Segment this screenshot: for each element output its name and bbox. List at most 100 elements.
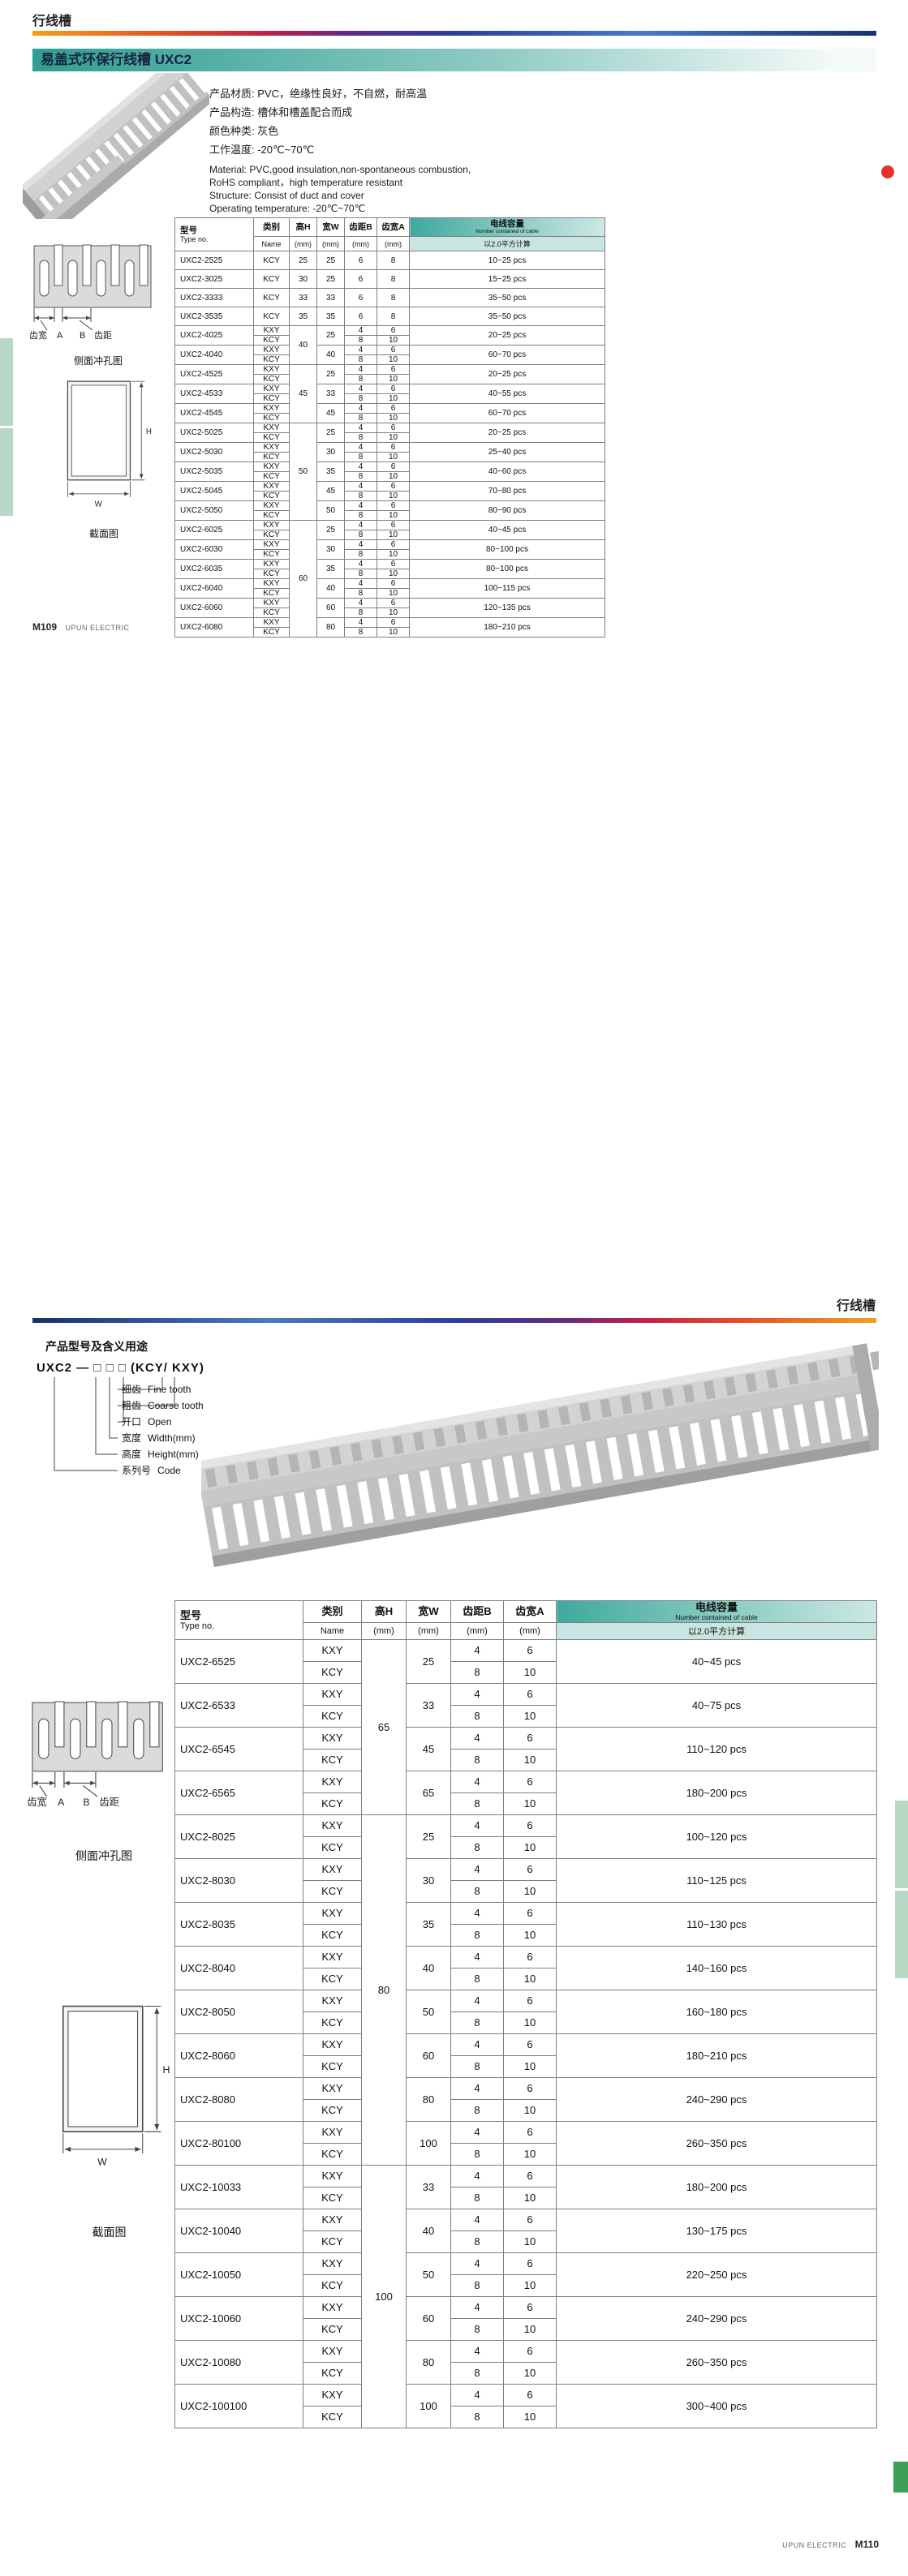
page-footer: M109 UPUN ELECTRIC bbox=[32, 620, 135, 634]
legend-connector-lines bbox=[54, 1377, 175, 1471]
diagram-graphic-slot: 齿宽 A B 齿距 bbox=[23, 1694, 185, 1815]
model-legend-heading: 产品型号及含义用途 bbox=[45, 1340, 148, 1353]
cell-type: UXC2-6525 bbox=[174, 1639, 303, 1684]
cell-tooth-width: 6 bbox=[503, 1639, 557, 1662]
side-tab-green bbox=[0, 338, 13, 426]
legend-item-cn: 细齿 bbox=[122, 1384, 142, 1395]
cell-tooth-width: 8 bbox=[377, 251, 410, 270]
cell-name: KXY bbox=[303, 1639, 362, 1662]
cell-width: 30 bbox=[406, 1858, 451, 1903]
cell-name: KCY bbox=[303, 2055, 362, 2078]
cell-pitch: 8 bbox=[344, 354, 377, 365]
cell-type: UXC2-3333 bbox=[174, 288, 254, 307]
cell-tooth-width: 6 bbox=[503, 1771, 557, 1793]
cell-tooth-width: 6 bbox=[377, 481, 410, 492]
product-title-bar: 易盖式环保行线槽 UXC2 bbox=[32, 49, 876, 71]
cell-capacity: 240~290 pcs bbox=[556, 2296, 877, 2341]
cell-height: 45 bbox=[289, 364, 317, 423]
cell-capacity: 20~25 pcs bbox=[409, 423, 605, 443]
cell-capacity: 15~25 pcs bbox=[409, 269, 605, 289]
cell-tooth-width: 10 bbox=[503, 1705, 557, 1728]
cell-tooth-width: 10 bbox=[377, 608, 410, 618]
cell-name: KCY bbox=[303, 2318, 362, 2341]
cell-name: KXY bbox=[253, 481, 290, 492]
cell-width: 35 bbox=[316, 559, 345, 579]
cell-pitch: 8 bbox=[344, 374, 377, 384]
cell-name: KCY bbox=[303, 1880, 362, 1903]
cell-pitch: 4 bbox=[450, 2384, 504, 2406]
cell-pitch: 4 bbox=[344, 423, 377, 433]
cell-width: 35 bbox=[316, 462, 345, 482]
cell-name: KCY bbox=[253, 549, 290, 560]
cell-tooth-width: 10 bbox=[377, 569, 410, 579]
cell-type: UXC2-2525 bbox=[174, 251, 254, 270]
cell-name: KCY bbox=[253, 510, 290, 521]
cell-name: KXY bbox=[253, 539, 290, 550]
cell-name: KXY bbox=[253, 384, 290, 394]
cell-name: KXY bbox=[253, 403, 290, 414]
cell-capacity: 70~80 pcs bbox=[409, 481, 605, 501]
cell-tooth-width: 6 bbox=[503, 2340, 557, 2363]
cell-name: KXY bbox=[253, 578, 290, 589]
cell-name: KXY bbox=[303, 2340, 362, 2363]
cell-pitch: 4 bbox=[344, 384, 377, 394]
cell-name: KCY bbox=[253, 251, 290, 270]
dim-b-label: B bbox=[83, 1797, 89, 1808]
cell-tooth-width: 10 bbox=[377, 335, 410, 346]
cell-tooth-width: 6 bbox=[503, 2033, 557, 2056]
cell-tooth-width: 10 bbox=[503, 2362, 557, 2385]
cell-name: KXY bbox=[303, 1946, 362, 1968]
header-capacity-note: 以2.0平方计算 bbox=[556, 1622, 877, 1640]
cell-tooth-width: 8 bbox=[377, 288, 410, 307]
cell-pitch: 4 bbox=[344, 442, 377, 453]
header-height: 高H bbox=[361, 1600, 407, 1623]
cell-name: KCY bbox=[253, 288, 290, 307]
cell-tooth-width: 6 bbox=[503, 1727, 557, 1750]
cell-tooth-width: 6 bbox=[503, 1946, 557, 1968]
side-tab-green bbox=[0, 428, 13, 516]
spec-line-cn: 颜色种类: 灰色 bbox=[209, 125, 279, 137]
header-unit: (mm) bbox=[450, 1622, 504, 1640]
red-dot-marker bbox=[881, 165, 894, 178]
cell-name: KCY bbox=[253, 530, 290, 540]
dim-h-label: H bbox=[163, 2064, 170, 2076]
cell-type: UXC2-10080 bbox=[174, 2340, 303, 2385]
cell-pitch: 8 bbox=[344, 627, 377, 638]
cell-tooth-width: 10 bbox=[503, 1836, 557, 1859]
cell-type: UXC2-6080 bbox=[174, 617, 254, 638]
cell-type: UXC2-10033 bbox=[174, 2165, 303, 2209]
cell-pitch: 8 bbox=[450, 2143, 504, 2166]
cell-tooth-width: 10 bbox=[503, 2318, 557, 2341]
side-punch-diagram: 齿宽 A B 齿距 侧面冲孔图 bbox=[23, 1694, 185, 1864]
dim-tooth-pitch-label: 齿距 bbox=[94, 330, 112, 341]
cell-type: UXC2-10050 bbox=[174, 2252, 303, 2297]
dim-a-label: A bbox=[58, 1797, 65, 1808]
cell-name: KCY bbox=[303, 1924, 362, 1947]
cell-type: UXC2-8050 bbox=[174, 1990, 303, 2034]
cell-pitch: 4 bbox=[450, 2340, 504, 2363]
legend-item-en: Height(mm) bbox=[148, 1449, 199, 1460]
cell-type: UXC2-8025 bbox=[174, 1814, 303, 1859]
legend-item-en: Fine tooth bbox=[148, 1384, 191, 1395]
cell-pitch: 8 bbox=[450, 1924, 504, 1947]
cell-pitch: 4 bbox=[344, 325, 377, 336]
diagram-caption: 截面图 bbox=[88, 528, 118, 539]
model-code: UXC2 — □ □ □ (KCY/ KXY) bbox=[37, 1361, 204, 1375]
cell-name: KCY bbox=[253, 432, 290, 443]
cell-pitch: 4 bbox=[450, 2296, 504, 2319]
cell-name: KCY bbox=[253, 491, 290, 501]
cell-type: UXC2-8035 bbox=[174, 1902, 303, 1947]
cell-width: 25 bbox=[316, 364, 345, 384]
